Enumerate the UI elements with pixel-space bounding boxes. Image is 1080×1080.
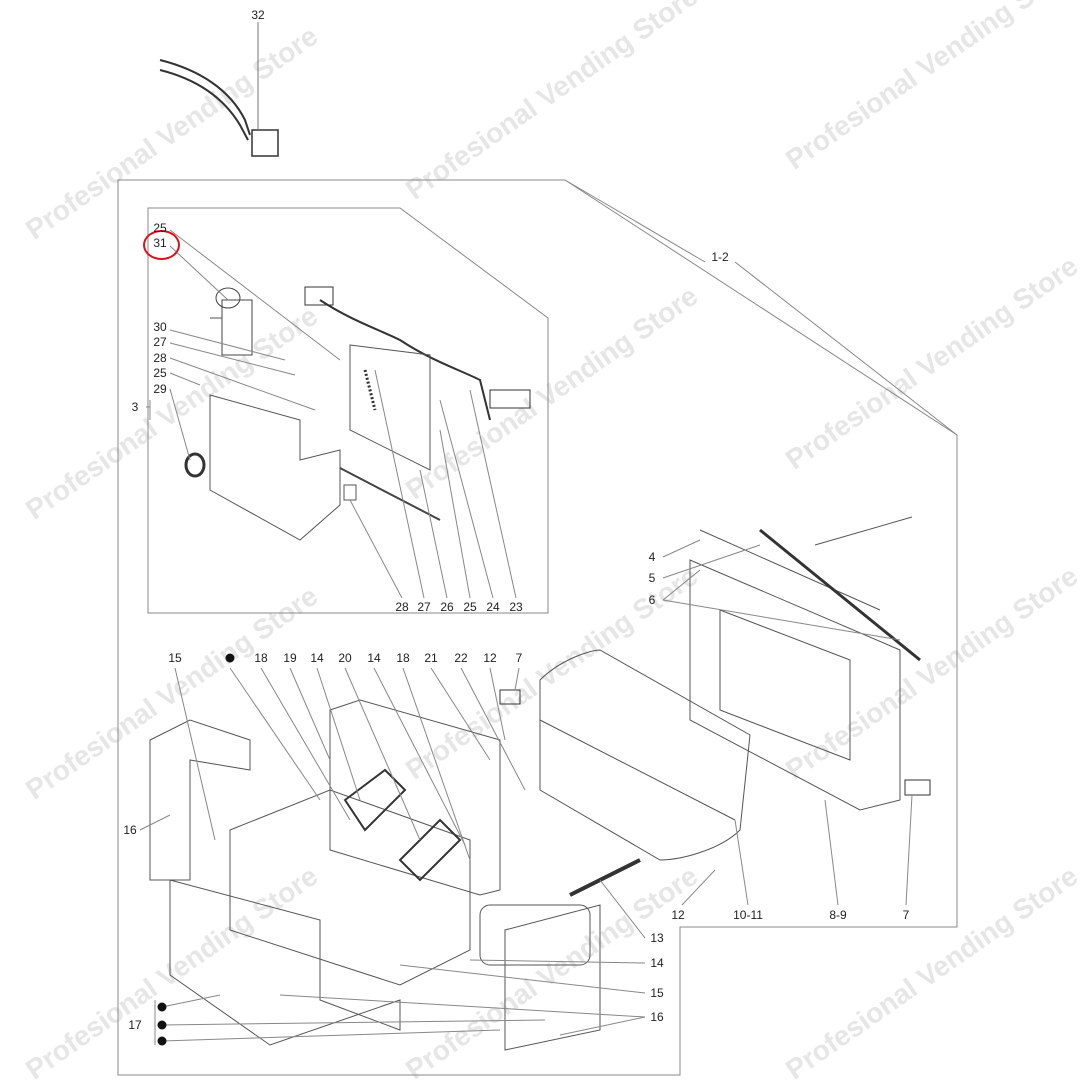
- part-label: 14: [310, 651, 324, 665]
- part-label: 7: [515, 651, 523, 665]
- part-label: 26: [440, 600, 454, 614]
- cable-32: [159, 59, 251, 136]
- part-label: 15: [168, 651, 182, 665]
- bullet-marker: [157, 1002, 167, 1012]
- lower-chassis: [149, 699, 641, 1051]
- part-label: 14: [367, 651, 381, 665]
- bullet-marker: [157, 1036, 167, 1046]
- part-label: 16: [650, 1010, 664, 1024]
- part-label: 1-2: [711, 250, 729, 264]
- part-label: 4: [648, 550, 656, 564]
- assembly-frame: [117, 179, 958, 1076]
- part-label: 12: [671, 908, 685, 922]
- highlight-ring: [143, 230, 180, 260]
- part-label: 20: [338, 651, 352, 665]
- part-label: 28: [153, 351, 167, 365]
- part-label: 28: [395, 600, 409, 614]
- part-label: 15: [650, 986, 664, 1000]
- part-label: 19: [283, 651, 297, 665]
- part-label: 17: [128, 1018, 142, 1032]
- part-label: 6: [648, 593, 656, 607]
- bullet-marker: [157, 1020, 167, 1030]
- part-label: 23: [509, 600, 523, 614]
- part-label: 10-11: [733, 908, 763, 922]
- part-label: 29: [153, 382, 167, 396]
- part-label: 14: [650, 956, 664, 970]
- part-label: 7: [902, 908, 910, 922]
- part-label: 3: [131, 400, 139, 414]
- bullet-marker: [225, 653, 235, 663]
- part-label: 32: [251, 8, 265, 22]
- motor-31: [210, 287, 253, 356]
- part-label: 18: [254, 651, 268, 665]
- part-label: 25: [463, 600, 477, 614]
- bin-10-11: [539, 649, 751, 861]
- part-label: 5: [648, 571, 656, 585]
- part-label: 18: [396, 651, 410, 665]
- connector-32: [251, 129, 279, 157]
- part-label: 12: [483, 651, 497, 665]
- part-label: 25: [153, 366, 167, 380]
- part-label: 13: [650, 931, 664, 945]
- part-label: 27: [417, 600, 431, 614]
- part-label: 27: [153, 335, 167, 349]
- part-label: 22: [454, 651, 468, 665]
- part-label: 16: [123, 823, 137, 837]
- part-label: 25: [153, 221, 167, 235]
- part-label: 21: [424, 651, 438, 665]
- subassembly-frame: [147, 207, 549, 614]
- part-label: 8-9: [829, 908, 847, 922]
- back-frame-8-9: [689, 516, 921, 811]
- wire-harness: [319, 299, 491, 421]
- part-label-highlighted: 31: [153, 236, 167, 250]
- part-label: 30: [153, 320, 167, 334]
- mounting-plate: [349, 344, 431, 471]
- bracket-3: [209, 394, 341, 541]
- part-label: 24: [486, 600, 500, 614]
